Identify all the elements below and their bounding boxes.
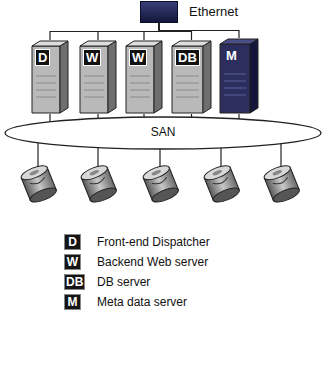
network-wire: [159, 23, 239, 38]
network-wire: [144, 23, 159, 40]
server-tower: M: [218, 38, 260, 114]
server-tower: DB: [170, 40, 213, 114]
legend-text: Meta data server: [97, 295, 187, 309]
server-tower: D: [30, 40, 70, 114]
legend-symbol: D: [68, 235, 77, 249]
legend-swatch: M: [64, 294, 81, 310]
ethernet-shape: [140, 1, 178, 23]
san-ellipse: SAN: [4, 116, 322, 150]
network-wire: [50, 23, 159, 40]
legend-symbol: DB: [66, 275, 83, 289]
server-tower: W: [124, 40, 164, 114]
server-badge: D: [35, 49, 50, 66]
san-label: SAN: [4, 125, 322, 139]
legend-swatch: W: [64, 254, 81, 270]
server-badge: W: [83, 49, 101, 66]
legend-symbol: W: [67, 255, 78, 269]
legend-text: Front-end Dispatcher: [97, 235, 210, 249]
legend-text: DB server: [97, 275, 150, 289]
server-badge: DB: [175, 49, 200, 66]
legend-swatch: D: [64, 234, 81, 250]
server-tower: W: [78, 40, 118, 114]
legend-text: Backend Web server: [97, 255, 208, 269]
server-badge: M: [223, 47, 240, 64]
network-wire: [159, 23, 192, 40]
network-switch: Ethernet: [140, 1, 178, 23]
server-badge: W: [129, 49, 147, 66]
network-wire: [98, 23, 159, 40]
legend-symbol: M: [68, 295, 78, 309]
network-label: Ethernet: [189, 4, 238, 19]
legend-swatch: DB: [64, 274, 85, 290]
